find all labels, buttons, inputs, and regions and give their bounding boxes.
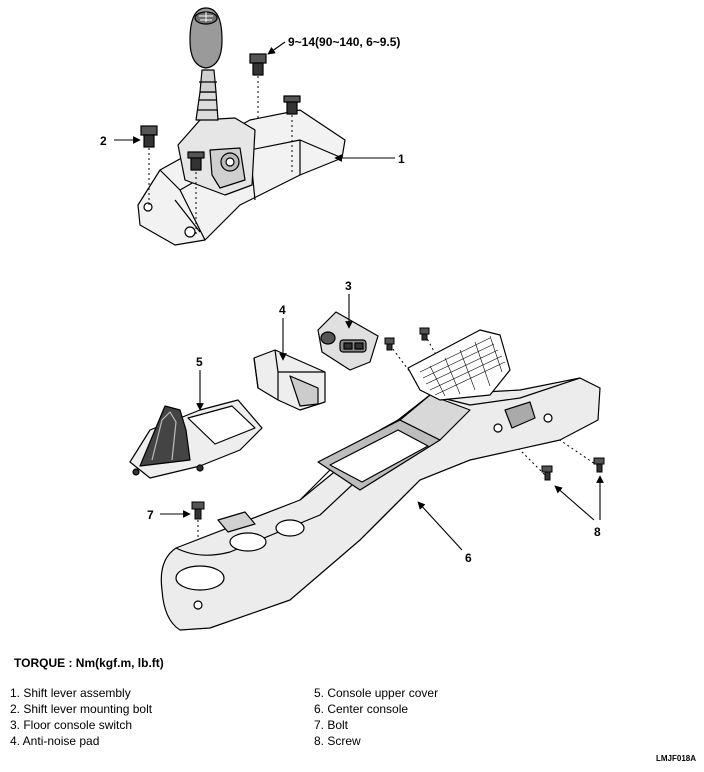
- shift-lever-assembly: [137, 7, 346, 246]
- callout-1: 1: [398, 152, 405, 166]
- callout-5: 5: [196, 355, 203, 369]
- anti-noise-pad: [253, 349, 326, 411]
- legend-item: 8. Screw: [314, 734, 361, 748]
- callout-6: 6: [465, 551, 472, 565]
- callout-8: 8: [594, 525, 601, 539]
- figure-code: LMJF018A: [656, 754, 697, 763]
- legend-item: 1. Shift lever assembly: [10, 686, 131, 700]
- legend-item: 5. Console upper cover: [314, 686, 439, 700]
- legend-item: 4. Anti-noise pad: [10, 734, 100, 748]
- exploded-view-diagram: 1 2 3 4 5 6 7 8 9~14(90~140, 6~9.5): [100, 7, 605, 631]
- torque-units-title: TORQUE : Nm(kgf.m, lb.ft): [14, 656, 164, 670]
- callout-3: 3: [345, 279, 352, 293]
- parts-legend-left: 1. Shift lever assembly 2. Shift lever m…: [10, 685, 152, 749]
- callout-4: 4: [279, 303, 286, 317]
- center-console: [160, 329, 601, 631]
- floor-console-switch: [317, 311, 379, 371]
- callout-numbers: 1 2 3 4 5 6 7 8 9~14(90~140, 6~9.5): [100, 35, 601, 565]
- legend-item: 3. Floor console switch: [10, 718, 133, 732]
- legend-item: 7. Bolt: [314, 718, 349, 732]
- callout-leaders: [114, 41, 604, 551]
- legend-item: 2. Shift lever mounting bolt: [10, 702, 153, 716]
- callout-7: 7: [147, 508, 154, 522]
- legend-item: 6. Center console: [314, 702, 409, 716]
- bolt-torque-spec: 9~14(90~140, 6~9.5): [288, 35, 400, 49]
- console-upper-cover: [129, 399, 263, 479]
- shift-lever-mounting-bolt: [140, 53, 267, 148]
- parts-legend-right: 5. Console upper cover 6. Center console…: [314, 685, 438, 749]
- console-bolts-and-screws: [191, 327, 605, 520]
- callout-2: 2: [100, 134, 107, 148]
